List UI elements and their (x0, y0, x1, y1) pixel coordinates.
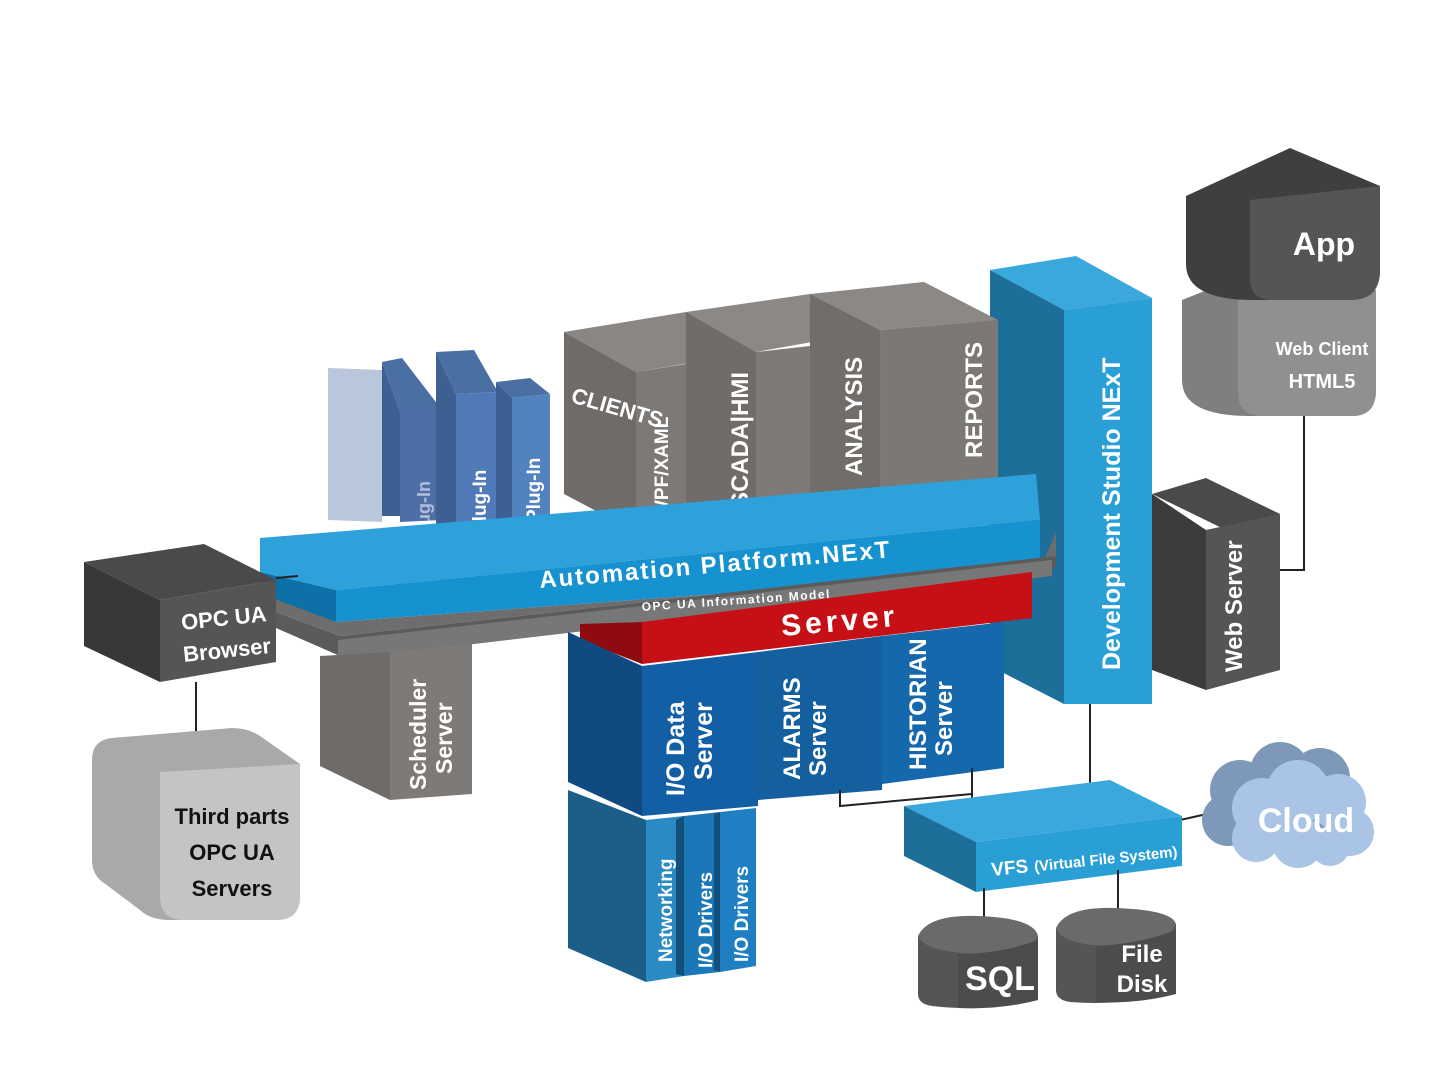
automation-platform-bar: Automation Platform.NExT (260, 474, 1040, 622)
html5-label: HTML5 (1289, 371, 1356, 393)
reports-box: REPORTS (884, 320, 998, 496)
scheduler-server-label: Server (431, 702, 457, 774)
web-server-label: Web Server (1221, 540, 1248, 672)
historian-server-box: HISTORIAN Server (882, 622, 1004, 784)
web-client-label: Web Client (1276, 339, 1369, 359)
app-label: App (1293, 226, 1355, 262)
networking-label: Networking (656, 859, 677, 962)
plugin-3-label: Plug-In (524, 458, 545, 522)
disk-label: Disk (1117, 971, 1168, 998)
io-drivers-2-label: I/O Drivers (732, 866, 753, 962)
scheduler-server-box: Scheduler Server (320, 644, 472, 800)
analysis-label: ANALYSIS (841, 357, 868, 476)
sql-label: SQL (965, 960, 1035, 998)
networking-box: Networking (568, 790, 684, 982)
third-parts-servers-box: Third parts OPC UA Servers (92, 728, 300, 920)
io-data-server-label: Server (690, 702, 718, 780)
historian-server-label: Server (931, 681, 958, 756)
development-studio-box: Development Studio NExT (990, 256, 1152, 704)
cloud-label: Cloud (1258, 802, 1354, 840)
io-drivers-box-1: I/O Drivers (676, 812, 720, 976)
io-data-server-box: I/O Data Server (568, 632, 758, 816)
plugin-box-2: Plug-In (436, 350, 498, 552)
file-label: File (1121, 941, 1162, 968)
io-drivers-box-2: I/O Drivers (714, 808, 756, 972)
reports-label: REPORTS (961, 342, 988, 458)
alarms-label: ALARMS (779, 677, 806, 780)
io-drivers-1-label: I/O Drivers (696, 872, 717, 968)
web-client-box: Web Client HTML5 (1182, 278, 1376, 416)
cloud-shape: Cloud (1202, 742, 1374, 868)
app-box: App (1186, 148, 1380, 300)
plugin-box-1: Plug-In (382, 358, 442, 542)
web-server-box: Web Server (1152, 478, 1280, 690)
plugin-box-3: Plug-In (496, 378, 550, 546)
third-parts-label-2: OPC UA (189, 840, 275, 865)
sql-database: SQL (918, 915, 1038, 1009)
alarms-server-label: Server (805, 701, 832, 776)
vfs-box: VFS(Virtual File System) (904, 780, 1182, 892)
server-bar: Server (580, 572, 1032, 664)
scheduler-label: Scheduler (405, 679, 431, 790)
plugin-2-label: Plug-In (470, 470, 491, 534)
scada-hmi-label: SCADA|HMI (727, 372, 754, 508)
io-data-label: I/O Data (662, 700, 690, 796)
development-studio-label: Development Studio NExT (1098, 357, 1126, 670)
third-parts-label-3: Servers (192, 876, 273, 901)
alarms-server-box: ALARMS Server (758, 636, 882, 800)
third-parts-label-1: Third parts (175, 804, 290, 829)
file-disk-database: File Disk (1056, 907, 1176, 1003)
historian-label: HISTORIAN (905, 638, 932, 770)
opc-ua-browser-box: OPC UA Browser (84, 544, 276, 682)
connector-webclient-webserver (1280, 416, 1305, 571)
wpf-xaml-label: WPF/XAML (652, 416, 673, 518)
connector-browser-platform (275, 575, 299, 579)
plugin-faded (328, 368, 382, 522)
vfs-title: VFS (990, 856, 1029, 881)
